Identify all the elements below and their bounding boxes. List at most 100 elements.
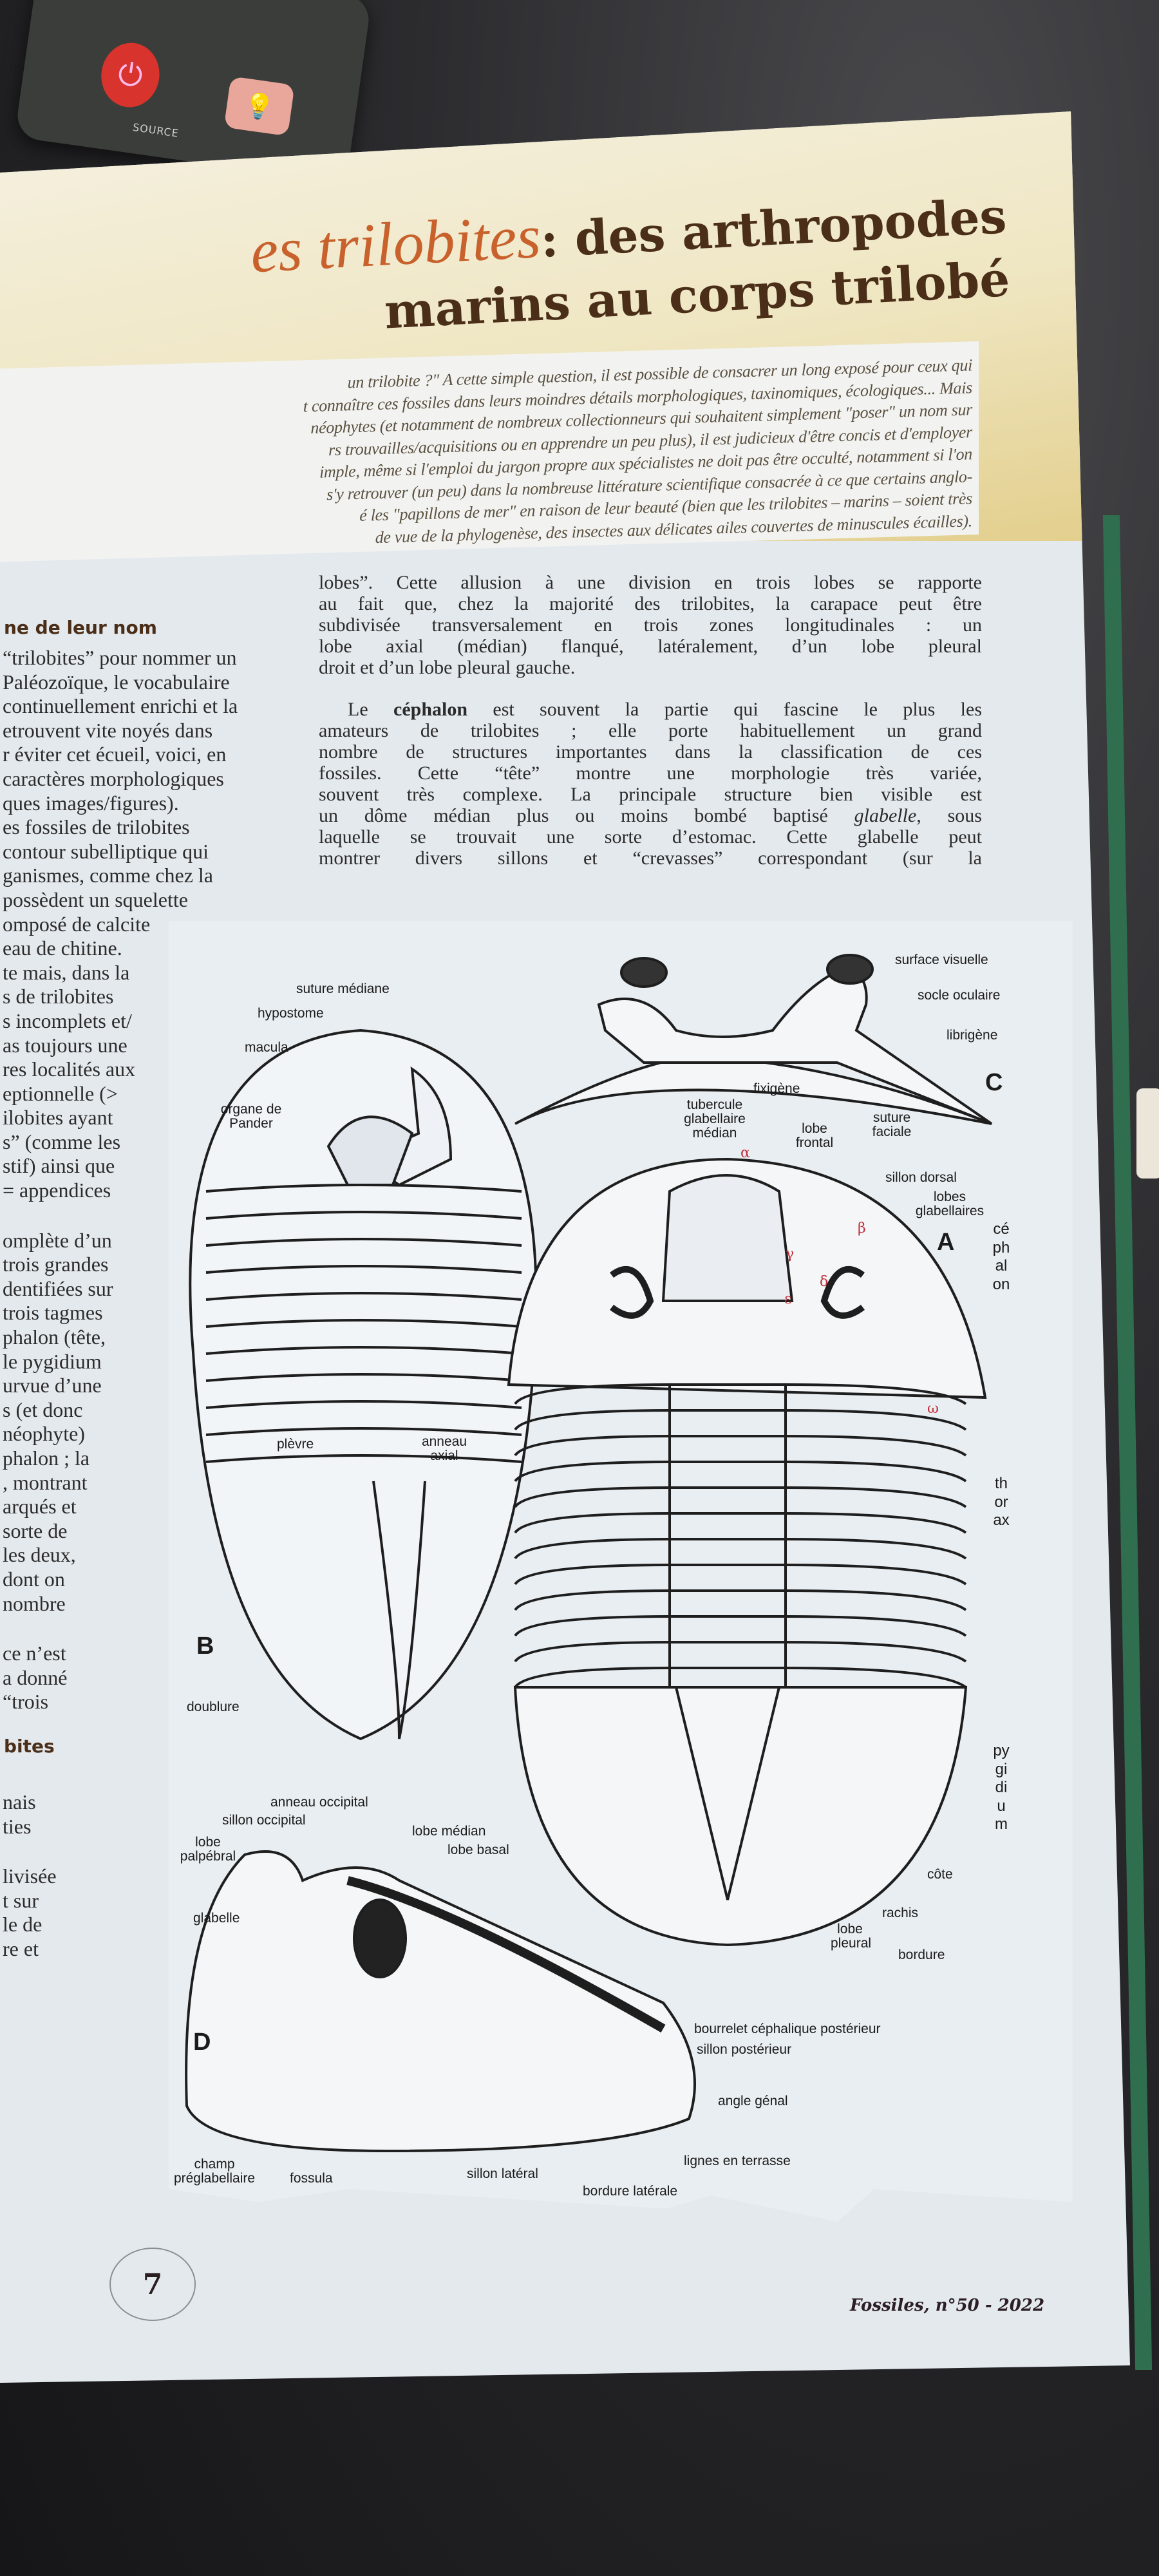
thoracic-segment [205,1238,522,1247]
label-bordure: bordure [898,1947,945,1962]
text-line: lobe axial (médian) flanqué, latéralemen… [319,636,982,657]
thoracic-segment [514,1486,967,1508]
label-champ-preglabellaire: champ préglabellaire [173,2157,256,2186]
label-rachis: rachis [882,1906,919,1920]
label-lobe-pleural: lobe pleural [831,1922,872,1951]
lightbulb-icon: 💡 [223,76,295,137]
text-line: te mais, dans la [3,960,130,984]
text-line: amateurs de trilobites ; elle porte habi… [319,720,982,741]
left-column: ne de leur nom“trilobites” pour nommer u… [0,615,309,1962]
text-line: arqués et [3,1495,77,1519]
section-heading: ne de leur nom [4,617,157,638]
text-line: phalon (tête, [3,1325,106,1349]
thoracic-segment [205,1427,522,1436]
text-line: le de [3,1913,42,1937]
remote-source-label: SOURCE [131,120,180,140]
text-line: omposé de calcite [3,912,151,936]
label-bordure-laterale: bordure latérale [583,2184,678,2199]
label-tubercule-glabellaire-median: tubercule glabellaire médian [684,1097,746,1141]
label-lobe-frontal: lobe frontal [795,1121,834,1150]
text-line: stif) ainsi que [3,1154,115,1178]
greek-omega: ω [927,1401,939,1417]
page-number: 7 [142,2268,163,2301]
thoracic-segment [205,1454,522,1463]
text-line: continuellement enrichi et la [3,694,238,718]
background-object [1136,1088,1159,1179]
label-cote: côte [927,1867,953,1882]
tagma-label-thorax: thorax [993,1475,1010,1529]
panel-label-c: C [985,1069,1003,1096]
label-lobe-median: lobe médian [412,1824,486,1839]
text-line: droit et d’un lobe pleural gauche. [319,657,576,678]
label-lobe-basal: lobe basal [448,1842,509,1857]
label-fossula: fossula [290,2171,333,2186]
thoracic-segment [514,1435,967,1457]
text-line: contour subelliptique qui [3,839,209,863]
thoracic-segment [205,1319,522,1328]
label-hypostome: hypostome [258,1006,324,1021]
text-line: caractères morphologiques [3,766,224,790]
text-line: urvue d’une [3,1374,102,1397]
panel-label-d: D [193,2029,211,2056]
spacer [0,1616,309,1642]
text-line: phalon ; la [3,1446,90,1470]
text-line: possèdent un squelette [3,887,188,911]
drawing-c-frontal-cephalon [514,954,993,1125]
right-column: lobes”. Cette allusion à une division en… [319,572,982,869]
text-line: laquelle se trouvait une sorte d’estomac… [319,826,982,848]
label-organe-de-pander: organe de Pander [220,1102,282,1131]
text-line: lobes”. Cette allusion à une division en… [319,572,982,593]
axial-lobe-outline [668,1385,787,1687]
label-anneau-occipital: anneau occipital [270,1795,368,1810]
text-line: Le céphalon est souvent la partie qui fa… [348,699,983,720]
label-macula: macula [245,1040,288,1055]
greek-epsilon: ε [784,1291,792,1307]
spacer [0,1203,309,1229]
magazine-issue: Fossiles, n°50 - 2022 [850,2296,1045,2315]
text-line: “trois [3,1690,49,1714]
text-line: = appendices [3,1179,111,1202]
thoracic-segment [205,1400,522,1409]
thoracic-segment [514,1589,967,1611]
thoracic-segment [514,1409,967,1431]
label-suture-faciale: suture faciale [872,1110,912,1139]
label-lignes-en-terrasse: lignes en terrasse [684,2154,791,2168]
text-line: ques images/figures). [3,791,179,815]
thoracic-segment [514,1615,967,1637]
label-sillon-dorsal: sillon dorsal [885,1170,957,1185]
text-line: r éviter cet écueil, voici, en [3,743,227,766]
text-line: ilobites ayant [3,1106,113,1130]
thoracic-segment [205,1265,522,1274]
term-glabelle: glabelle [854,805,917,826]
text-line: un dôme médian plus ou moins bombé bapti… [319,805,982,826]
label-doublure: doublure [187,1700,240,1714]
text-line: nombre [3,1591,66,1615]
label-lobes-glabellaires: lobes glabellaires [915,1189,985,1218]
text-line: au fait que, chez la majorité des trilob… [319,593,982,614]
text-line: néophyte) [3,1422,85,1446]
label-socle-oculaire: socle oculaire [918,988,1001,1003]
label-suture-mediane: suture médiane [296,981,390,996]
panel-label-a: A [937,1229,955,1256]
spacer [0,1839,309,1864]
spacer [0,1765,309,1790]
text-line: a donné [3,1665,68,1689]
label-lobe-palpebral: lobe palpébral [180,1835,236,1864]
text-line: nombre de structures importantes dans la… [319,741,982,762]
label-anneau-axial: anneau axial [421,1434,467,1463]
thoracic-segment [514,1538,967,1560]
thoracic-segment [514,1461,967,1482]
text-line: ganismes, comme chez la [3,864,213,887]
thoracic-segment [205,1373,522,1382]
label-glabelle: glabelle [193,1911,240,1926]
drawing-b-ventral-trilobite [189,1028,538,1741]
greek-gamma: γ [786,1246,795,1262]
text-line: Paléozoïque, le vocabulaire [3,670,230,694]
text-line: t sur [3,1888,39,1912]
label-surface-visuelle: surface visuelle [895,952,988,967]
thoracic-segment [514,1667,967,1689]
drawing-a-dorsal-trilobite [507,1157,987,1947]
thoracic-segment [205,1346,522,1355]
greek-beta: β [858,1220,866,1236]
text-line: , montrant [3,1470,88,1494]
